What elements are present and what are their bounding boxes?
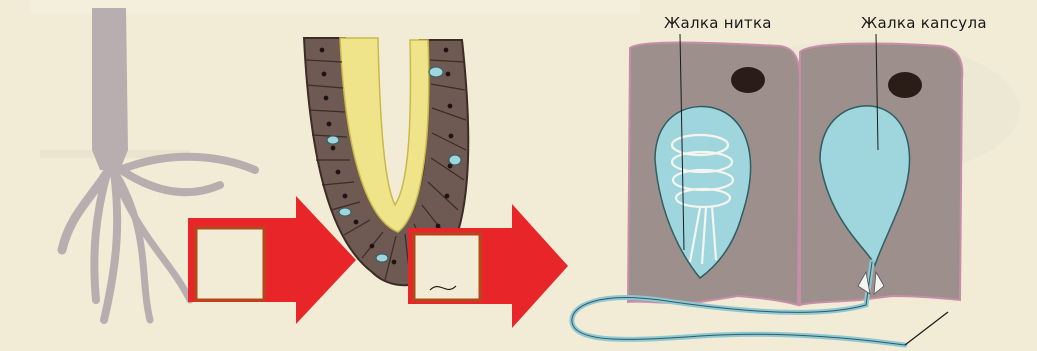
zoom-frame-hydra xyxy=(196,228,264,300)
zoom-frame-tissue xyxy=(414,234,480,300)
cnidocyte-cells-icon xyxy=(572,34,962,345)
label-stinging-thread: Жалка нитка xyxy=(664,14,772,32)
cnidocil xyxy=(905,312,948,345)
zoom-arrow-icon xyxy=(188,196,356,324)
label-stinging-capsule: Жалка капсула xyxy=(861,14,987,32)
nucleus-left xyxy=(731,67,765,93)
nucleus-right xyxy=(888,72,922,98)
